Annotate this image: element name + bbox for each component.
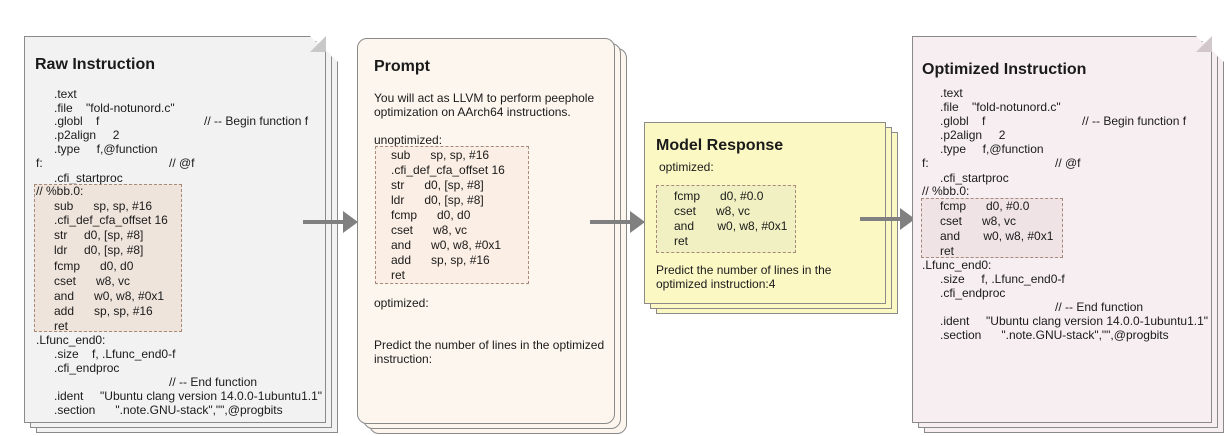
optimized-comment: // -- Begin function f xyxy=(1082,114,1187,128)
optimized-title: Optimized Instruction xyxy=(922,61,1087,78)
optimized-highlight-box xyxy=(921,198,1063,258)
raw-code-line: add sp, sp, #16 xyxy=(54,304,153,318)
raw-comment: // @f xyxy=(169,156,195,170)
prompt-code-box xyxy=(375,146,529,284)
prompt-optimized-label: optimized: xyxy=(374,296,429,310)
raw-line: .size f, .Lfunc_end0-f xyxy=(54,347,176,361)
optimized-comment: // @f xyxy=(1055,156,1081,170)
prompt-panel: Prompt You will act as LLVM to perform p… xyxy=(357,38,629,436)
raw-line: .text xyxy=(54,87,77,101)
raw-comment: // -- End function xyxy=(169,375,258,389)
raw-code-line: ret xyxy=(54,319,69,333)
raw-line: .p2align 2 xyxy=(54,128,120,142)
prompt-question: Predict the number of lines in the optim… xyxy=(374,338,605,352)
optimized-code-line: ret xyxy=(940,244,955,258)
response-code-line: ret xyxy=(674,234,689,248)
prompt-intro: You will act as LLVM to perform peephole xyxy=(374,91,595,105)
raw-code-line: sub sp, sp, #16 xyxy=(54,199,153,213)
optimized-line: .p2align 2 xyxy=(940,128,1006,142)
optimized-line: .section ".note.GNU-stack","",@progbits xyxy=(940,328,1169,342)
response-answer: Predict the number of lines in the xyxy=(656,263,832,277)
raw-code-line: .cfi_def_cfa_offset 16 xyxy=(54,213,168,227)
arrow-raw-to-prompt xyxy=(303,211,358,233)
prompt-code-line: .cfi_def_cfa_offset 16 xyxy=(391,163,505,177)
optimized-code-line: fcmp d0, #0.0 xyxy=(940,199,1030,213)
raw-code-line: cset w8, vc xyxy=(54,274,131,288)
arrow-response-to-optimized xyxy=(860,208,915,230)
response-optimized-label: optimized: xyxy=(659,160,714,174)
prompt-intro: optimization on AArch64 instructions. xyxy=(374,105,571,119)
optimized-fold-corner xyxy=(1196,36,1212,52)
raw-line: .cfi_startproc xyxy=(54,171,123,185)
raw-code-line: str d0, [sp, #8] xyxy=(54,228,144,242)
optimized-line: .text xyxy=(940,86,963,100)
prompt-code-line: add sp, sp, #16 xyxy=(391,253,490,267)
optimized-line: .ident "Ubuntu clang version 14.0.0-1ubu… xyxy=(940,314,1209,328)
raw-line: .cfi_endproc xyxy=(54,361,120,375)
raw-line: .type f,@function xyxy=(54,142,158,156)
optimized-label: f: xyxy=(922,156,929,170)
prompt-code-line: cset w8, vc xyxy=(391,223,468,237)
optimized-label: // %bb.0: xyxy=(922,184,970,198)
raw-code-line: and w0, w8, #0x1 xyxy=(54,289,165,303)
optimized-comment: // -- End function xyxy=(1055,300,1144,314)
prompt-question: instruction: xyxy=(374,352,433,366)
raw-line: .globl f xyxy=(54,114,100,128)
model-response-panel: Model Response optimized: fcmp d0, #0.0 … xyxy=(644,122,900,318)
optimized-line: .size f, .Lfunc_end0-f xyxy=(940,272,1065,286)
raw-code-line: ldr d0, [sp, #8] xyxy=(54,243,144,257)
optimized-line: .type f,@function xyxy=(940,142,1044,156)
prompt-unoptimized-label: unoptimized: xyxy=(374,133,443,147)
raw-comment: // -- Begin function f xyxy=(204,114,309,128)
raw-highlight-box xyxy=(34,184,182,332)
optimized-label: .Lfunc_end0: xyxy=(922,258,992,272)
prompt-code-line: ret xyxy=(391,268,406,282)
optimized-line: .cfi_endproc xyxy=(940,286,1006,300)
optimized-instruction-panel: Optimized Instruction .text .file "fold-… xyxy=(912,36,1225,436)
raw-label: // %bb.0: xyxy=(36,184,84,198)
raw-line: .section ".note.GNU-stack","",@progbits xyxy=(54,403,283,417)
raw-fold-corner xyxy=(310,36,326,52)
response-code-line: and w0, w8, #0x1 xyxy=(674,219,788,233)
optimized-code-line: cset w8, vc xyxy=(940,214,1017,228)
optimized-line: .globl f xyxy=(940,114,986,128)
prompt-code-line: str d0, [sp, #8] xyxy=(391,178,484,192)
raw-instruction-panel: Raw Instruction .text .file "fold-notuno… xyxy=(24,36,342,436)
raw-label: f: xyxy=(36,156,43,170)
raw-label: .Lfunc_end0: xyxy=(36,333,106,347)
raw-code-line: fcmp d0, d0 xyxy=(54,259,134,273)
prompt-code-line: and w0, w8, #0x1 xyxy=(391,238,502,252)
raw-line: .file "fold-notunord.c" xyxy=(54,101,175,115)
raw-line: .ident "Ubuntu clang version 14.0.0-1ubu… xyxy=(54,389,323,403)
response-title: Model Response xyxy=(656,137,784,154)
prompt-code-line: fcmp d0, d0 xyxy=(391,208,471,222)
prompt-title: Prompt xyxy=(374,58,430,75)
optimized-line: .cfi_startproc xyxy=(940,171,1009,185)
raw-title: Raw Instruction xyxy=(35,56,156,73)
response-code-line: fcmp d0, #0.0 xyxy=(674,189,764,203)
optimized-code-line: and w0, w8, #0x1 xyxy=(940,229,1054,243)
prompt-code-line: ldr d0, [sp, #8] xyxy=(391,193,484,207)
arrow-prompt-to-response xyxy=(590,211,645,233)
optimized-line: .file "fold-notunord.c" xyxy=(940,100,1061,114)
prompt-code-line: sub sp, sp, #16 xyxy=(391,148,490,162)
response-code-box xyxy=(656,185,796,253)
response-answer: optimized instruction:4 xyxy=(656,277,776,291)
response-code-line: cset w8, vc xyxy=(674,204,751,218)
